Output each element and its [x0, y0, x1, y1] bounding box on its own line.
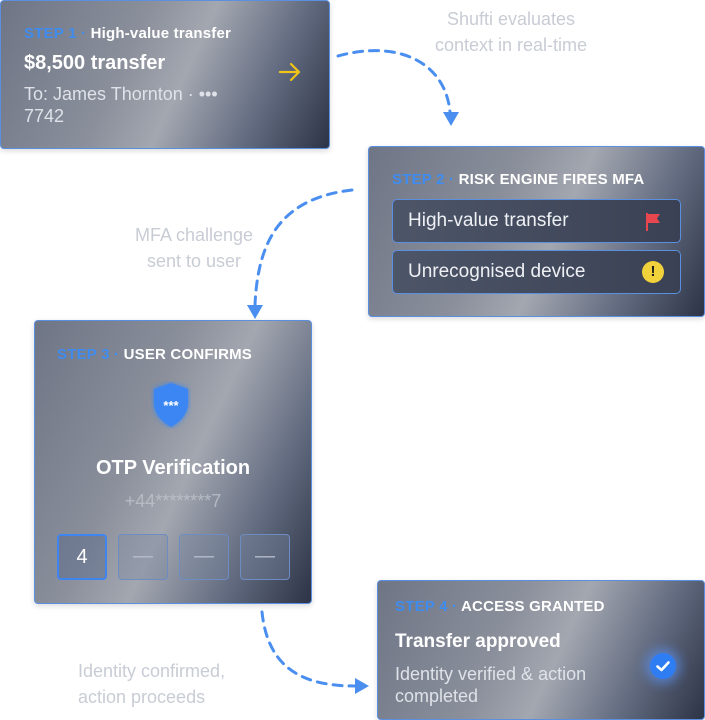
- step-1-number: STEP 1: [24, 25, 77, 42]
- step-1-card: STEP 1 · High-value transfer $8,500 tran…: [0, 0, 330, 149]
- arrowhead-2: [247, 305, 263, 319]
- transfer-amount: $8,500 transfer: [24, 52, 166, 74]
- flow-arrow-1: [336, 49, 452, 114]
- step-3-number: STEP 3: [57, 346, 110, 363]
- flag-icon: [646, 213, 660, 231]
- shield-mask-text: ***: [163, 398, 179, 413]
- otp-recipient: +44********7: [124, 491, 222, 511]
- risk-signal-label: Unrecognised device: [408, 261, 586, 282]
- step-2-heading: STEP 2 · RISK ENGINE FIRES MFA: [392, 171, 645, 188]
- arrowhead-1: [443, 112, 459, 126]
- otp-digit-1[interactable]: 4: [57, 534, 107, 580]
- approval-title: Transfer approved: [395, 631, 561, 652]
- step-1-title: High-value transfer: [90, 25, 232, 42]
- step-4-title: ACCESS GRANTED: [461, 598, 605, 615]
- step-3-card: STEP 3 · USER CONFIRMS *** OTP Verificat…: [34, 320, 312, 604]
- warning-icon: !: [642, 261, 664, 283]
- step-4-card: STEP 4 · ACCESS GRANTED Transfer approve…: [377, 580, 705, 720]
- step-3-title: USER CONFIRMS: [123, 346, 253, 363]
- caption-identity-confirmed: Identity confirmed, action proceeds: [78, 661, 226, 707]
- step-2-number: STEP 2: [392, 171, 445, 188]
- approval-detail: Identity verified & action completed: [395, 664, 587, 706]
- step-3-heading: STEP 3 · USER CONFIRMS: [57, 346, 253, 363]
- caption-mfa-challenge: MFA challenge sent to user: [134, 225, 254, 271]
- transfer-recipient: To: James Thornton · ••• 7742: [24, 84, 218, 126]
- step-4-heading: STEP 4 · ACCESS GRANTED: [395, 598, 605, 615]
- arrow-right-icon: [278, 62, 301, 82]
- otp-title: OTP Verification: [95, 457, 251, 479]
- flow-arrow-2: [253, 188, 354, 307]
- risk-signal-label: High-value transfer: [408, 210, 569, 231]
- otp-digit-2[interactable]: —: [118, 534, 168, 580]
- step-4-number: STEP 4: [395, 598, 448, 615]
- step-2-card: STEP 2 · RISK ENGINE FIRES MFA High-valu…: [368, 146, 705, 317]
- otp-digit-3[interactable]: —: [179, 534, 229, 580]
- arrowhead-3: [355, 678, 369, 694]
- otp-digit-4[interactable]: —: [240, 534, 290, 580]
- risk-signal-high-value: High-value transfer: [392, 199, 681, 243]
- step-2-title: RISK ENGINE FIRES MFA: [458, 171, 645, 188]
- step-1-heading: STEP 1 · High-value transfer: [24, 25, 232, 42]
- shield-icon: ***: [154, 383, 188, 427]
- check-circle-icon: [650, 653, 676, 679]
- caption-context-evaluation: Shufti evaluates context in real-time: [434, 9, 588, 55]
- risk-signal-unrecognised-device: Unrecognised device !: [392, 250, 681, 294]
